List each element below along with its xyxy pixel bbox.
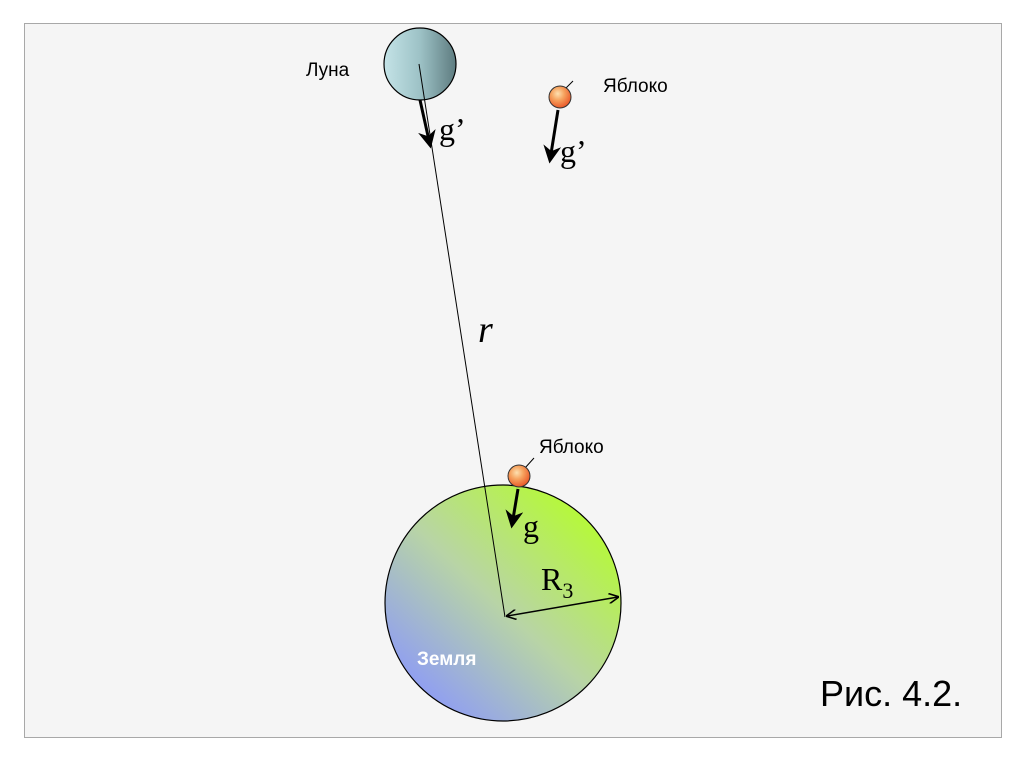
apple-bottom-gravity-label: g bbox=[523, 508, 539, 544]
radius-arrow bbox=[507, 597, 618, 616]
radius-label-sub: 3 bbox=[562, 578, 573, 603]
earth-label: Земля bbox=[417, 649, 476, 670]
moon-gravity-arrow bbox=[418, 99, 436, 149]
apple-bottom-gravity-arrow bbox=[505, 488, 524, 529]
moon-label: Луна bbox=[306, 60, 350, 81]
apple-top-label: Яблоко bbox=[603, 76, 668, 97]
moon-gravity-label: g’ bbox=[439, 111, 466, 147]
apple-top-gravity-arrow bbox=[543, 109, 562, 164]
apple-top-gravity-label: g’ bbox=[560, 133, 587, 169]
moon-circle bbox=[383, 27, 457, 101]
apple-bottom-circle bbox=[507, 464, 531, 488]
apple-bottom-stem bbox=[524, 457, 535, 469]
distance-line bbox=[418, 63, 506, 618]
apple-bottom-label: Яблоко bbox=[539, 437, 604, 458]
radius-label-main: R bbox=[541, 561, 563, 597]
apple-top-circle bbox=[548, 85, 572, 109]
radius-label: R3 bbox=[541, 561, 573, 603]
figure-caption: Рис. 4.2. bbox=[820, 673, 962, 714]
distance-label: r bbox=[478, 309, 493, 351]
